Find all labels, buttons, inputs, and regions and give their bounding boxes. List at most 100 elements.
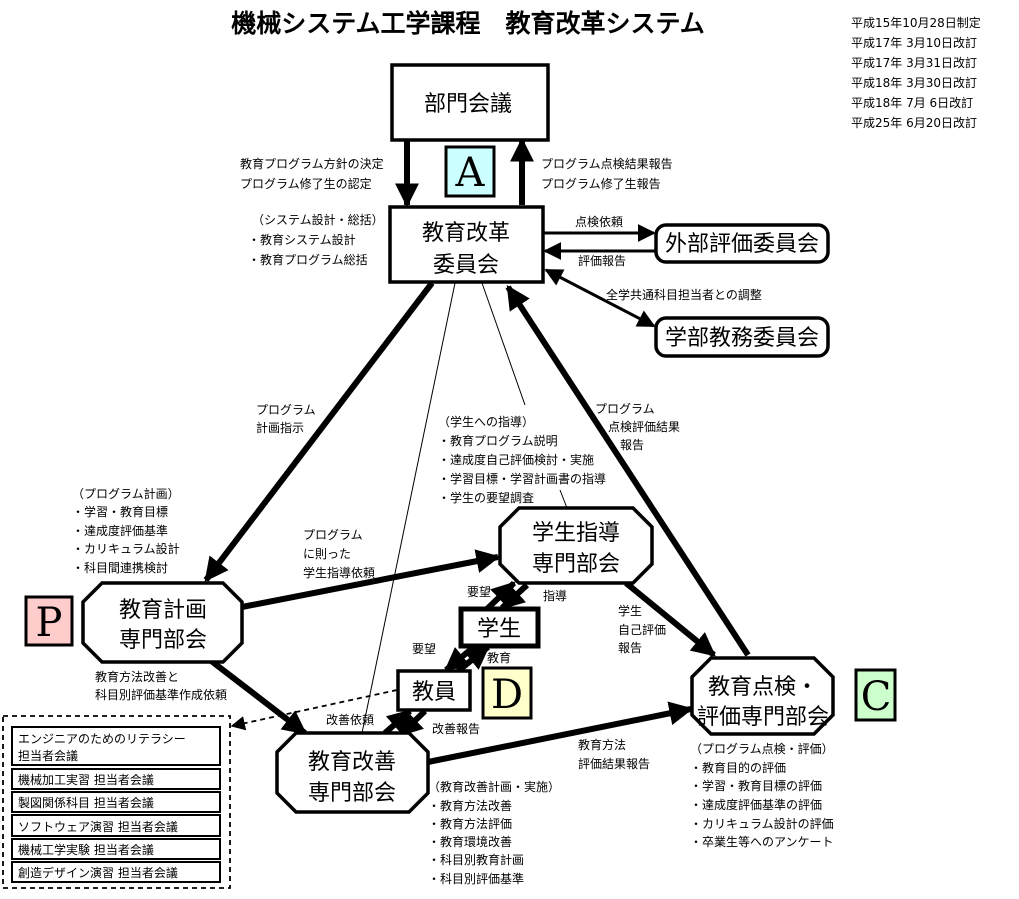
pdca-c-badge: C xyxy=(854,668,897,722)
subject-meetings-group: エンジニアのためのリテラシー 担当者会議 機械加工実習 担当者会議 製図関係科目… xyxy=(2,715,231,889)
kaizen-role: ・教育方法評価 xyxy=(428,816,512,831)
hyoka-role: ・達成度評価基準の評価 xyxy=(690,797,822,812)
meeting-name: 機械加工実習 担当者会議 xyxy=(18,772,154,787)
svg-text:専門部会: 専門部会 xyxy=(119,628,207,653)
label-kaizen-request: 改善依頼 xyxy=(326,712,374,727)
hyoka-role: ・卒業生等へのアンケート xyxy=(690,835,834,849)
svg-text:委員会: 委員会 xyxy=(433,253,499,278)
node-gaibu-hyoka: 外部評価委員会 xyxy=(654,223,830,264)
label-plan-instruction: 計画指示 xyxy=(256,420,304,435)
label-bumon-down: 教育プログラム方針の決定 xyxy=(240,156,384,171)
svg-text:外部評価委員会: 外部評価委員会 xyxy=(665,232,819,257)
keikaku-role: ・カリキュラム設計 xyxy=(72,541,180,556)
kaizen-role: ・教育環境改善 xyxy=(428,834,512,849)
svg-text:P: P xyxy=(36,600,63,646)
meeting-name: 製図関係科目 担当者会議 xyxy=(18,796,154,810)
label-guidance-request: に則った xyxy=(303,547,351,561)
arrow-inspection-result xyxy=(505,284,751,657)
arrow-student-request xyxy=(484,580,517,612)
dashed-arrow-meetings xyxy=(230,689,398,731)
meeting-box xyxy=(11,768,221,790)
shido-role: ・学生の要望調査 xyxy=(438,490,534,505)
svg-text:専門部会: 専門部会 xyxy=(532,552,620,577)
meeting-name: 機械工学実験 担当者会議 xyxy=(18,842,154,857)
hyoka-role: （プログラム点検・評価） xyxy=(690,741,834,756)
svg-text:部門会議: 部門会議 xyxy=(424,92,512,117)
svg-text:教育点検・: 教育点検・ xyxy=(708,675,818,700)
revision-date: 平成18年 7月 6日改訂 xyxy=(851,95,973,110)
keikaku-role: ・科目間連携検討 xyxy=(72,560,168,575)
arrow-improvement-request xyxy=(208,657,307,736)
svg-text:評価専門部会: 評価専門部会 xyxy=(697,705,829,730)
label-plan-instruction: プログラム xyxy=(256,403,316,417)
meeting-name: 担当者会議 xyxy=(18,749,78,763)
arrow-guidance-request xyxy=(241,549,501,610)
svg-text:学生: 学生 xyxy=(477,617,521,642)
kaikaku-role: ・教育プログラム総括 xyxy=(248,252,368,267)
meeting-box xyxy=(11,838,221,860)
arrow-coordination xyxy=(544,268,656,328)
arrow-plan-instruction xyxy=(203,281,435,582)
keikaku-role: ・学習・教育目標 xyxy=(72,504,168,519)
svg-text:専門部会: 専門部会 xyxy=(308,781,396,806)
shido-role: ・教育プログラム説明 xyxy=(438,433,558,448)
node-gakubu-kyomu: 学部教務委員会 xyxy=(654,316,830,358)
kaizen-role: ・科目別教育計画 xyxy=(428,852,524,867)
meeting-box xyxy=(11,814,221,837)
revision-date: 平成25年 6月20日改訂 xyxy=(851,115,977,130)
meeting-name: ソフトウェア演習 担当者会議 xyxy=(18,819,178,834)
label-method-evaluation: 評価結果報告 xyxy=(578,756,650,771)
label-bumon-up: プログラム修了生報告 xyxy=(541,176,661,191)
label-bumon-down: プログラム修了生の認定 xyxy=(240,176,372,191)
revision-date: 平成17年 3月10日改訂 xyxy=(851,35,977,50)
node-shido-bukai: 学生指導 専門部会 xyxy=(498,506,654,585)
meeting-name: 創造デザイン演習 担当者会議 xyxy=(18,865,178,880)
svg-text:教育改革: 教育改革 xyxy=(422,221,510,246)
svg-text:学生指導: 学生指導 xyxy=(532,521,620,546)
hyoka-role: ・カリキュラム設計の評価 xyxy=(690,816,834,831)
arrow-method-evaluation xyxy=(427,701,694,765)
revision-date: 平成17年 3月31日改訂 xyxy=(851,55,977,70)
revision-date: 平成15年10月28日制定 xyxy=(851,15,981,30)
label-request: 要望 xyxy=(467,585,491,599)
label-improvement-request: 科目別評価基準作成依頼 xyxy=(95,687,227,702)
label-guidance-request: 学生指導依頼 xyxy=(303,565,375,580)
keikaku-role: ・達成度評価基準 xyxy=(72,523,168,538)
connectors xyxy=(203,137,751,765)
kaikaku-role: ・教育システム設計 xyxy=(248,232,356,247)
kaikaku-role: （システム設計・総括） xyxy=(252,212,384,227)
label-evaluation-report: 評価報告 xyxy=(578,253,626,268)
node-hyoka-bukai: 教育点検・ 評価専門部会 xyxy=(690,656,835,736)
label-coordination: 全学共通科目担当者との調整 xyxy=(606,287,762,302)
label-improvement-request: 教育方法改善と xyxy=(95,669,179,684)
diagram-title: 機械システム工学課程 教育改革システム xyxy=(231,9,705,38)
shido-role: （学生への指導） xyxy=(438,414,534,429)
label-self-evaluation: 学生 xyxy=(618,603,642,618)
label-inspection-result: 報告 xyxy=(620,438,644,452)
revision-date: 平成18年 3月30日改訂 xyxy=(851,75,977,90)
svg-text:D: D xyxy=(491,672,523,718)
node-kaikaku-iinkai: 教育改革 委員会 xyxy=(388,205,545,284)
label-guidance: 指導 xyxy=(543,588,567,603)
label-kaizen-report: 改善報告 xyxy=(432,721,480,736)
label-bumon-up: プログラム点検結果報告 xyxy=(541,157,673,171)
kaizen-role: ・教育方法改善 xyxy=(428,798,512,813)
node-teacher: 教員 xyxy=(396,669,472,712)
label-method-evaluation: 教育方法 xyxy=(578,737,626,752)
label-request: 要望 xyxy=(412,642,436,656)
label-guidance-request: プログラム xyxy=(303,528,363,542)
arrow-self-evaluation xyxy=(624,580,716,658)
revision-history: 平成15年10月28日制定 平成17年 3月10日改訂 平成17年 3月31日改… xyxy=(851,15,981,130)
kaizen-role: （教育改善計画・実施） xyxy=(428,779,560,794)
pdca-p-badge: P xyxy=(24,595,74,647)
label-self-evaluation: 自己評価 xyxy=(618,622,666,637)
label-inspection-request: 点検依頼 xyxy=(575,214,623,229)
meeting-name: エンジニアのためのリテラシー xyxy=(18,732,186,746)
line-guidance-shido xyxy=(559,489,568,509)
line-kaikaku-kaizen xyxy=(361,282,456,734)
pdca-a-badge: A xyxy=(444,145,496,198)
svg-text:学部教務委員会: 学部教務委員会 xyxy=(665,326,819,351)
node-bumon-kaigi: 部門会議 xyxy=(390,63,550,142)
svg-text:C: C xyxy=(861,674,892,720)
